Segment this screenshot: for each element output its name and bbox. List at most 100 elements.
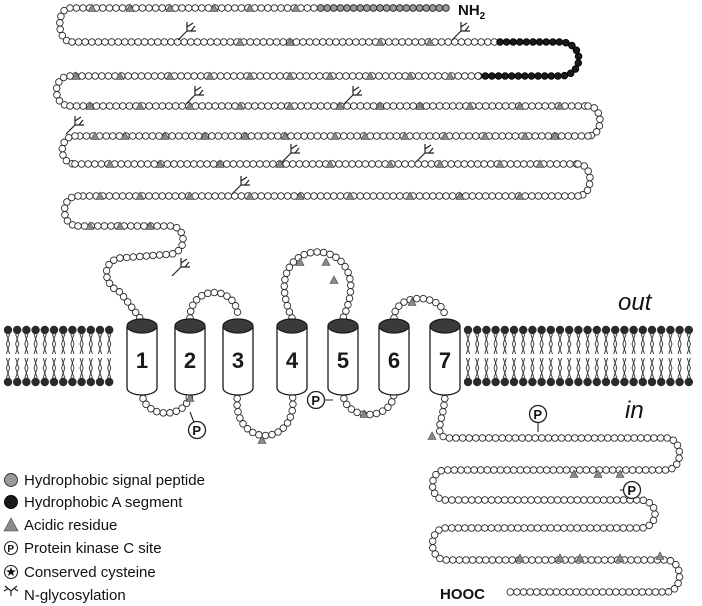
- residue: [431, 550, 439, 558]
- residue: [606, 524, 614, 532]
- residue: [439, 407, 447, 416]
- residue: [211, 102, 219, 110]
- residue: [428, 72, 436, 80]
- residue: [173, 38, 182, 46]
- residue: [172, 407, 181, 415]
- residue: [476, 466, 485, 474]
- residue: [386, 132, 394, 140]
- residue: [229, 160, 238, 168]
- residue: [190, 72, 198, 80]
- n-terminus-label: NH2: [458, 2, 486, 22]
- residue: [540, 72, 549, 80]
- residue: [524, 434, 533, 442]
- acidic-residue: [615, 469, 625, 478]
- lipid: [13, 325, 22, 387]
- helix-2: 2: [174, 318, 206, 396]
- residue: [441, 394, 449, 403]
- residue: [368, 160, 376, 168]
- residue: [454, 160, 462, 168]
- residue: [305, 38, 314, 46]
- residue: [455, 102, 464, 110]
- acidic-residue: [329, 275, 339, 284]
- residue: [192, 296, 201, 304]
- residue: [312, 38, 320, 46]
- residue: [62, 156, 71, 165]
- helix-number: 2: [184, 348, 196, 373]
- residue: [542, 38, 550, 46]
- residue: [546, 160, 554, 168]
- residue: [482, 102, 490, 110]
- helix-3: 3: [222, 318, 254, 396]
- acidic-residue: [165, 71, 175, 80]
- helix-number: 1: [136, 348, 148, 373]
- acidic-residue: [285, 71, 295, 80]
- residue: [227, 132, 236, 140]
- residue: [429, 544, 437, 552]
- residue: [411, 38, 419, 46]
- residue: [168, 250, 177, 258]
- residue: [454, 72, 462, 80]
- residue: [480, 160, 488, 168]
- residue: [356, 4, 364, 12]
- residue: [147, 404, 155, 413]
- acidic-residue: [145, 221, 155, 230]
- helix-number: 7: [439, 348, 451, 373]
- residue: [142, 132, 150, 140]
- residue: [638, 588, 647, 596]
- lipid: [482, 325, 491, 387]
- acidic-residue: [200, 131, 210, 140]
- acidic-residue: [295, 257, 305, 266]
- residue: [249, 428, 257, 437]
- helix-7: 7: [429, 318, 461, 396]
- lipid: [574, 325, 583, 387]
- residue: [145, 4, 153, 12]
- residue: [216, 72, 225, 80]
- residue: [584, 132, 592, 140]
- residue: [157, 72, 165, 80]
- residue: [112, 4, 120, 12]
- residue: [594, 556, 602, 564]
- residue: [217, 192, 226, 200]
- residue: [566, 160, 574, 168]
- residue: [490, 466, 498, 474]
- residue: [295, 160, 304, 168]
- residue: [396, 102, 404, 110]
- residue: [203, 160, 211, 168]
- residue: [176, 160, 185, 168]
- legend-label: Protein kinase C site: [24, 540, 162, 557]
- acidic-residue: [185, 191, 195, 200]
- residue: [145, 192, 153, 200]
- residue: [74, 192, 82, 200]
- lipid: [629, 325, 638, 387]
- residue: [282, 160, 290, 168]
- residue: [467, 524, 476, 532]
- residue: [491, 434, 500, 442]
- residue: [608, 466, 617, 474]
- acidic-residue: [440, 131, 450, 140]
- residue: [319, 248, 328, 257]
- residue: [346, 281, 355, 290]
- residue: [389, 4, 397, 12]
- residue: [481, 192, 490, 200]
- residue: [436, 554, 444, 563]
- black-circle-icon: [4, 495, 18, 509]
- residue: [119, 102, 127, 110]
- residue: [584, 167, 592, 175]
- residue: [556, 466, 564, 474]
- residue: [270, 192, 279, 200]
- lipid: [620, 325, 629, 387]
- residue: [435, 494, 443, 502]
- residue: [79, 4, 87, 12]
- acidic-residue: [295, 191, 305, 200]
- residue: [623, 434, 632, 442]
- residue: [237, 4, 246, 12]
- residue: [511, 434, 520, 442]
- residue: [610, 434, 619, 442]
- acidic-residue: [515, 553, 525, 562]
- residue: [122, 253, 131, 262]
- residue: [495, 192, 503, 200]
- residue: [669, 436, 678, 444]
- residue: [627, 556, 635, 564]
- residue: [350, 102, 358, 110]
- residue: [127, 303, 136, 311]
